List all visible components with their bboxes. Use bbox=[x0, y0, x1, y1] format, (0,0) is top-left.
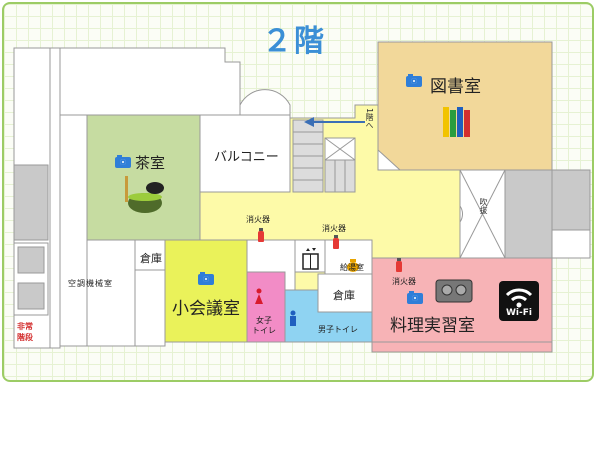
central-stairs bbox=[292, 119, 356, 193]
cooking-room-label: 料理実習室 bbox=[390, 316, 475, 336]
atrium-label: 吹抜 bbox=[479, 198, 488, 214]
emergency-stairs-grey bbox=[13, 164, 49, 241]
elevator-icon bbox=[302, 248, 319, 270]
right-stairs bbox=[504, 169, 553, 259]
tea-room bbox=[86, 114, 201, 241]
emergency-stairs-label: 非常 階段 bbox=[17, 322, 33, 342]
small-meeting-room bbox=[164, 239, 248, 343]
fire-extinguisher-icon bbox=[258, 228, 264, 242]
fire-extinguisher-icon bbox=[333, 235, 339, 249]
storage-1 bbox=[134, 239, 166, 271]
extinguisher-label: 消火器 bbox=[246, 215, 270, 224]
camera-icon bbox=[115, 155, 131, 168]
ac-room-label: 空調機械室 bbox=[68, 279, 113, 288]
camera-icon bbox=[407, 291, 423, 304]
hot-water-label: 給湯室 bbox=[340, 263, 364, 272]
kettle-icon bbox=[347, 259, 359, 272]
tea-room-label: 茶室 bbox=[135, 154, 166, 172]
stove-icon bbox=[435, 279, 473, 303]
balcony-arc bbox=[239, 89, 291, 116]
storage-label: 倉庫 bbox=[333, 289, 355, 302]
ac-room bbox=[59, 114, 88, 347]
extinguisher-label: 消火器 bbox=[322, 224, 346, 233]
extinguisher-label: 消火器 bbox=[392, 277, 416, 286]
library-room bbox=[377, 41, 553, 171]
balcony-area bbox=[199, 114, 291, 193]
womens-toilet-room bbox=[246, 271, 286, 343]
library-label: 図書室 bbox=[430, 77, 481, 97]
fire-extinguisher-icon bbox=[396, 258, 402, 272]
tea-bowl-icon bbox=[125, 176, 164, 213]
camera-icon bbox=[198, 272, 214, 285]
books-icon bbox=[443, 107, 470, 137]
wifi-icon bbox=[505, 288, 533, 308]
male-figure-icon bbox=[290, 310, 296, 326]
camera-icon bbox=[406, 74, 422, 87]
floor-title: ２階 bbox=[262, 24, 326, 59]
storage-label: 倉庫 bbox=[140, 252, 162, 265]
mens-toilet-label: 男子トイレ bbox=[318, 325, 358, 334]
female-figure-icon bbox=[255, 288, 263, 304]
balcony-label: バルコニー bbox=[214, 150, 279, 165]
womens-toilet-label: 女子 トイレ bbox=[252, 316, 276, 335]
small-meeting-label: 小会議室 bbox=[172, 299, 240, 319]
to-first-floor-label: 1階へ bbox=[365, 108, 374, 130]
wifi-badge: Wi-Fi bbox=[499, 281, 539, 321]
wifi-label: Wi-Fi bbox=[506, 308, 532, 318]
atrium-area bbox=[459, 169, 506, 259]
